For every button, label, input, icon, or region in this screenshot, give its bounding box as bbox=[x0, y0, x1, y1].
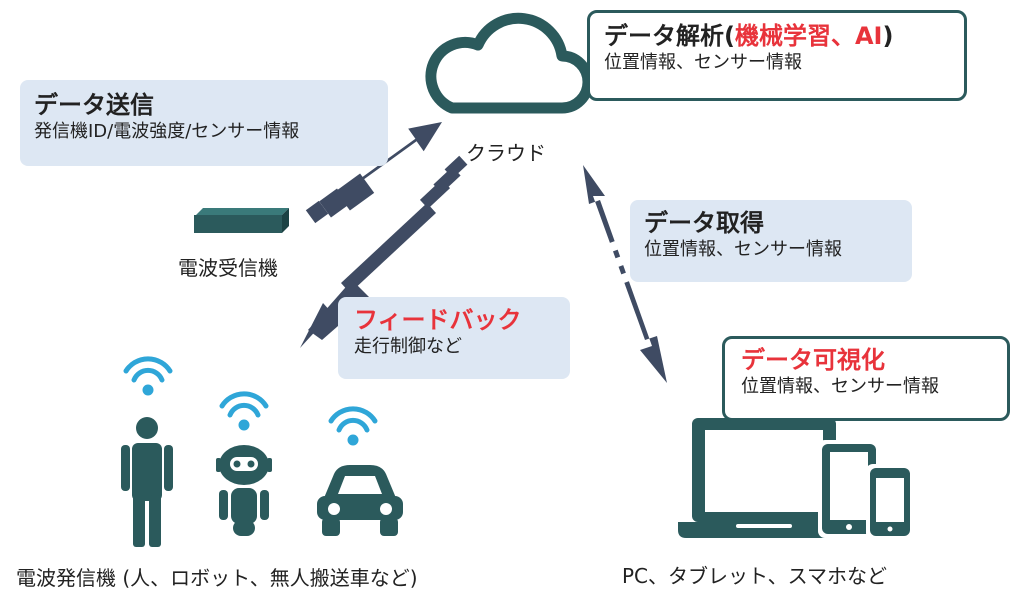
wifi-icon bbox=[328, 406, 378, 446]
feedback-title: フィードバック bbox=[354, 306, 522, 334]
person-icon bbox=[121, 417, 173, 547]
send-title: データ送信 bbox=[34, 91, 154, 119]
devices-label: PC、タブレット、スマホなど bbox=[622, 564, 888, 588]
analysis-sub: 位置情報、センサー情報 bbox=[604, 52, 802, 73]
acquire-title: データ取得 bbox=[644, 209, 764, 237]
laptop-icon bbox=[678, 418, 852, 538]
acquire-sub: 位置情報、センサー情報 bbox=[644, 239, 842, 260]
smartphone-icon bbox=[866, 464, 914, 540]
receiver-icon bbox=[194, 208, 289, 233]
wifi-icon bbox=[123, 356, 173, 396]
analysis-box: データ解析(機械学習、AI) 位置情報、センサー情報 bbox=[587, 10, 967, 101]
feedback-sub: 走行制御など bbox=[354, 336, 462, 357]
cloud-icon bbox=[425, 12, 594, 114]
send-sub: 発信機ID/電波強度/センサー情報 bbox=[34, 121, 300, 142]
visualize-sub: 位置情報、センサー情報 bbox=[741, 376, 939, 397]
transmitters-label: 電波発信機 (人、ロボット、無人搬送車など) bbox=[16, 566, 418, 590]
cloud-label: クラウド bbox=[466, 141, 546, 165]
robot-icon bbox=[216, 445, 272, 536]
receiver-label: 電波受信機 bbox=[178, 256, 278, 280]
tablet-icon bbox=[818, 440, 880, 538]
car-icon bbox=[317, 465, 403, 536]
wifi-icon bbox=[219, 391, 269, 431]
acquire-box: データ取得 位置情報、センサー情報 bbox=[630, 200, 912, 282]
feedback-arrow bbox=[300, 155, 468, 348]
visualize-title: データ可視化 bbox=[741, 346, 885, 374]
visualize-box: データ可視化 位置情報、センサー情報 bbox=[722, 336, 1010, 421]
feedback-box: フィードバック 走行制御など bbox=[338, 297, 570, 379]
send-box: データ送信 発信機ID/電波強度/センサー情報 bbox=[20, 80, 388, 166]
analysis-title: データ解析(機械学習、AI) bbox=[604, 22, 894, 50]
